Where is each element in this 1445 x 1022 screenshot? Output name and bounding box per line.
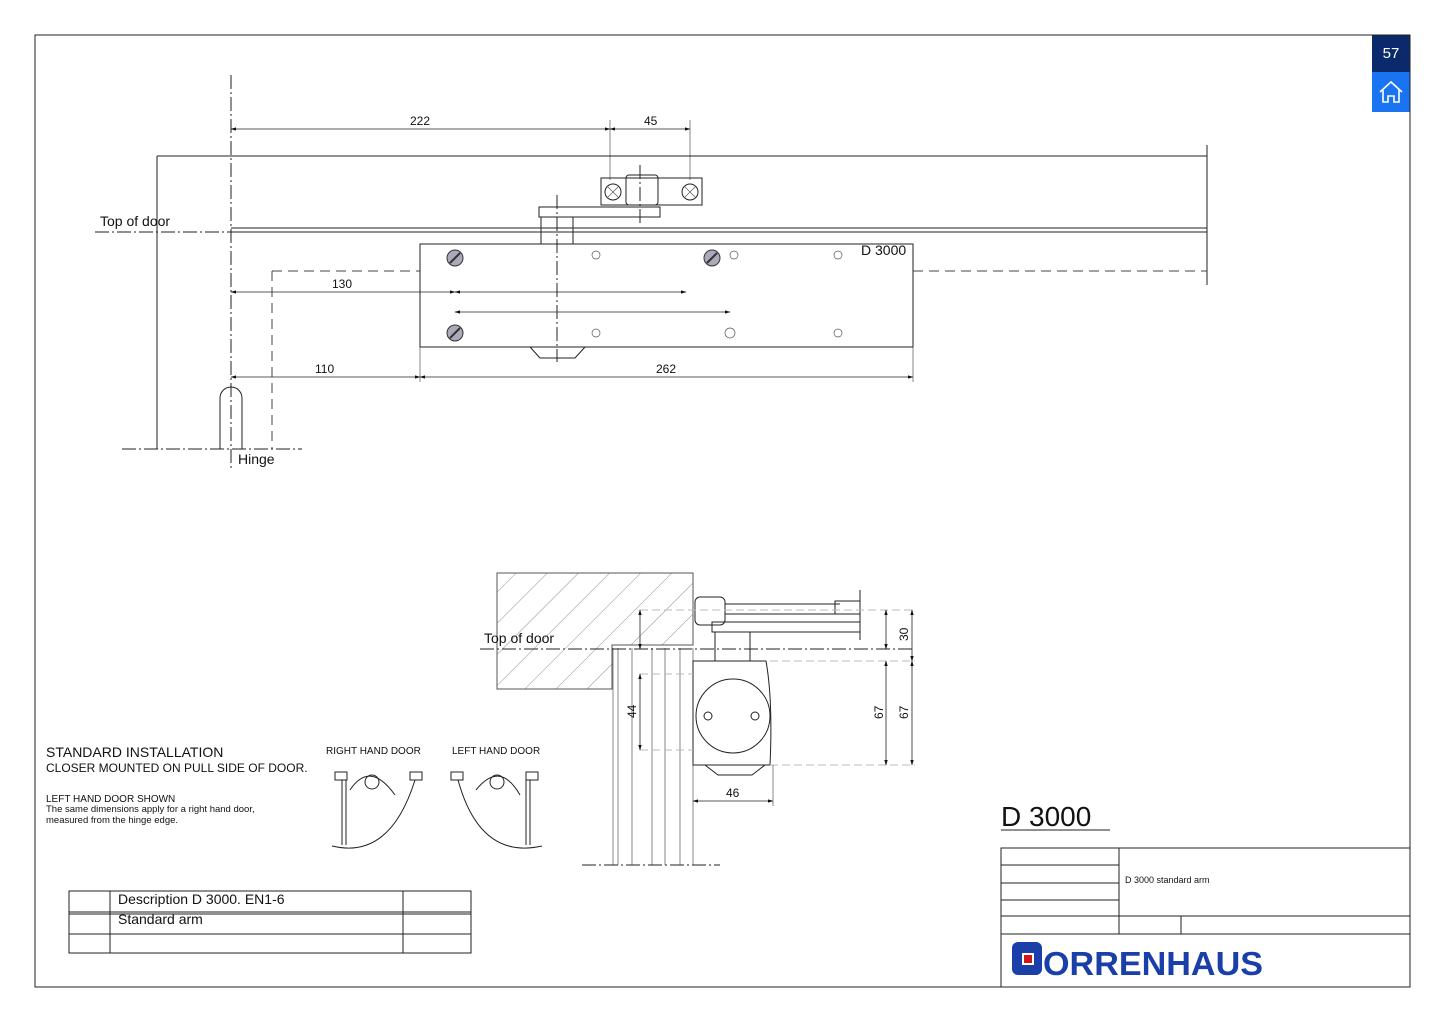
dim-46: 46 [726,786,740,800]
dim-67b: 67 [897,705,911,719]
description-row-1: Description D 3000. EN1-6 [118,891,285,907]
hinge-label: Hinge [238,451,275,467]
dim-130: 130 [332,277,352,291]
top-of-door-label: Top of door [100,213,170,229]
description-table: Description D 3000. EN1-6 Standard arm [68,890,472,954]
side-top-of-door-label: Top of door [484,630,554,646]
notes-line1: The same dimensions apply for a right ha… [46,804,255,815]
screw-icon [446,249,721,342]
page-frame [34,34,1411,988]
title-description: D 3000 standard arm [1125,875,1210,885]
notes-shown: LEFT HAND DOOR SHOWN [46,794,175,805]
dim-45: 45 [644,114,658,128]
installation-notes: STANDARD INSTALLATION CLOSER MOUNTED ON … [46,744,543,849]
hinge-icon [219,386,243,449]
model-title: D 3000 [1001,801,1091,832]
dim-67a: 67 [872,705,886,719]
home-icon [1379,80,1403,103]
notes-heading: STANDARD INSTALLATION [46,744,223,760]
notes-line2: measured from the hinge edge. [46,815,178,826]
description-row-2: Standard arm [118,911,203,927]
notes-subheading: CLOSER MOUNTED ON PULL SIDE OF DOOR. [46,761,308,775]
side-view: Top of door 30 67 67 44 46 [480,572,915,866]
right-hand-door-icon [331,771,423,849]
dim-262: 262 [656,362,676,376]
model-label: D 3000 [861,242,906,258]
dim-110: 110 [315,362,334,376]
left-hand-door-icon [450,771,543,849]
dim-222: 222 [410,114,430,128]
dim-30: 30 [897,627,911,641]
left-hand-door-label: LEFT HAND DOOR [452,746,540,757]
dim-44: 44 [625,704,639,718]
mounting-hole-icons [591,250,843,339]
dorrenhaus-logo: ORRENHAUS [1012,942,1263,982]
title-block: D 3000 D 3000 standard arm ORRENHAUS [1000,801,1411,988]
top-view: 222 45 Top of door [95,75,1208,470]
right-hand-door-label: RIGHT HAND DOOR [326,746,421,757]
closer-body [419,243,914,348]
svg-text:ORRENHAUS: ORRENHAUS [1043,945,1263,982]
page-number: 57 [1382,45,1400,62]
page-number-badge: 57 [1372,35,1410,72]
home-button[interactable] [1372,72,1410,112]
